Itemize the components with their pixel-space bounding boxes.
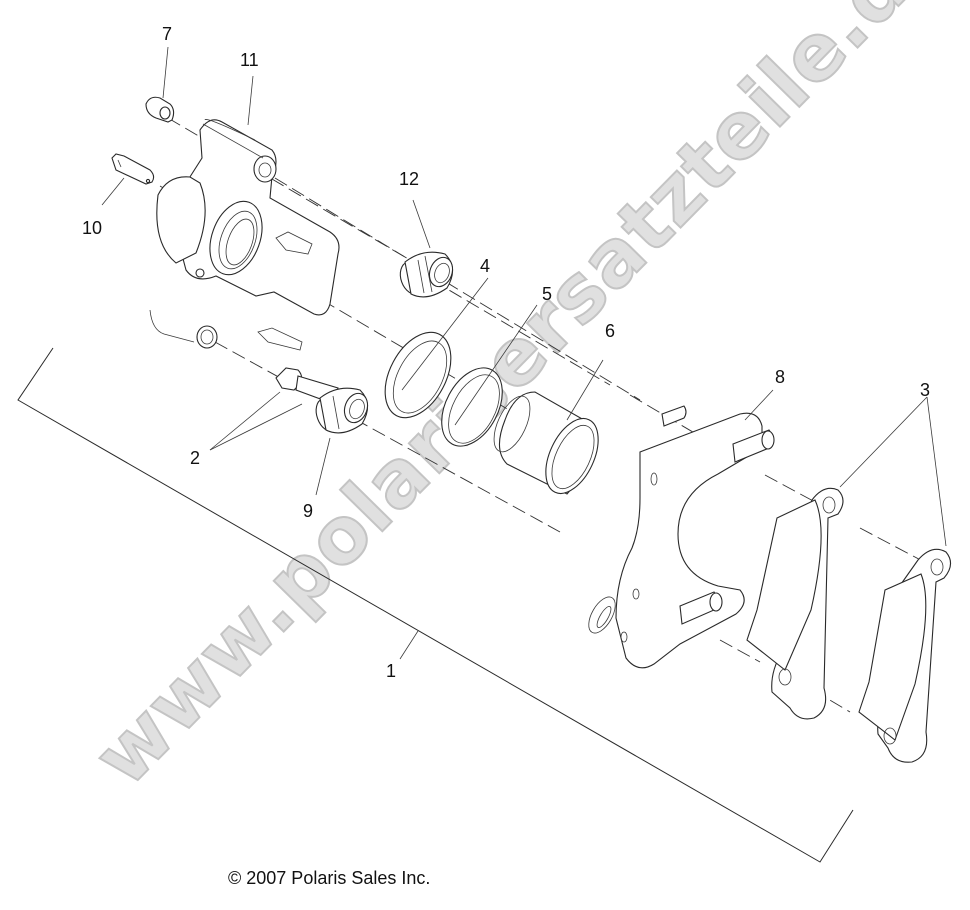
part-5-seal: [441, 367, 503, 447]
part-7-bleeder-cap: [145, 96, 175, 123]
callout-6: 6: [605, 321, 615, 341]
callout-8: 8: [775, 367, 785, 387]
part-11-caliper-body: [149, 119, 340, 351]
part-9-boot-lower: [315, 387, 369, 434]
copyright-notice: © 2007 Polaris Sales Inc.: [228, 868, 431, 888]
assembly-bracket: [17, 347, 854, 863]
leader-lines: [101, 46, 947, 547]
part-3-brake-pads: [746, 487, 952, 763]
callout-labels: 7 11 10 12 4 5 6 8 3 2 9 1: [82, 24, 930, 681]
callout-2: 2: [190, 448, 200, 468]
callout-3: 3: [920, 380, 930, 400]
callout-4: 4: [480, 256, 490, 276]
callout-5: 5: [542, 284, 552, 304]
part-10-bleeder-valve: [111, 153, 155, 185]
part-8-bracket: [588, 405, 775, 669]
part-12-boot-upper: [399, 251, 454, 298]
callout-12: 12: [399, 169, 419, 189]
callout-7: 7: [162, 24, 172, 44]
part-6-piston: [493, 391, 599, 495]
callout-10: 10: [82, 218, 102, 238]
callout-9: 9: [303, 501, 313, 521]
callout-11: 11: [240, 50, 259, 70]
callout-1: 1: [386, 661, 396, 681]
